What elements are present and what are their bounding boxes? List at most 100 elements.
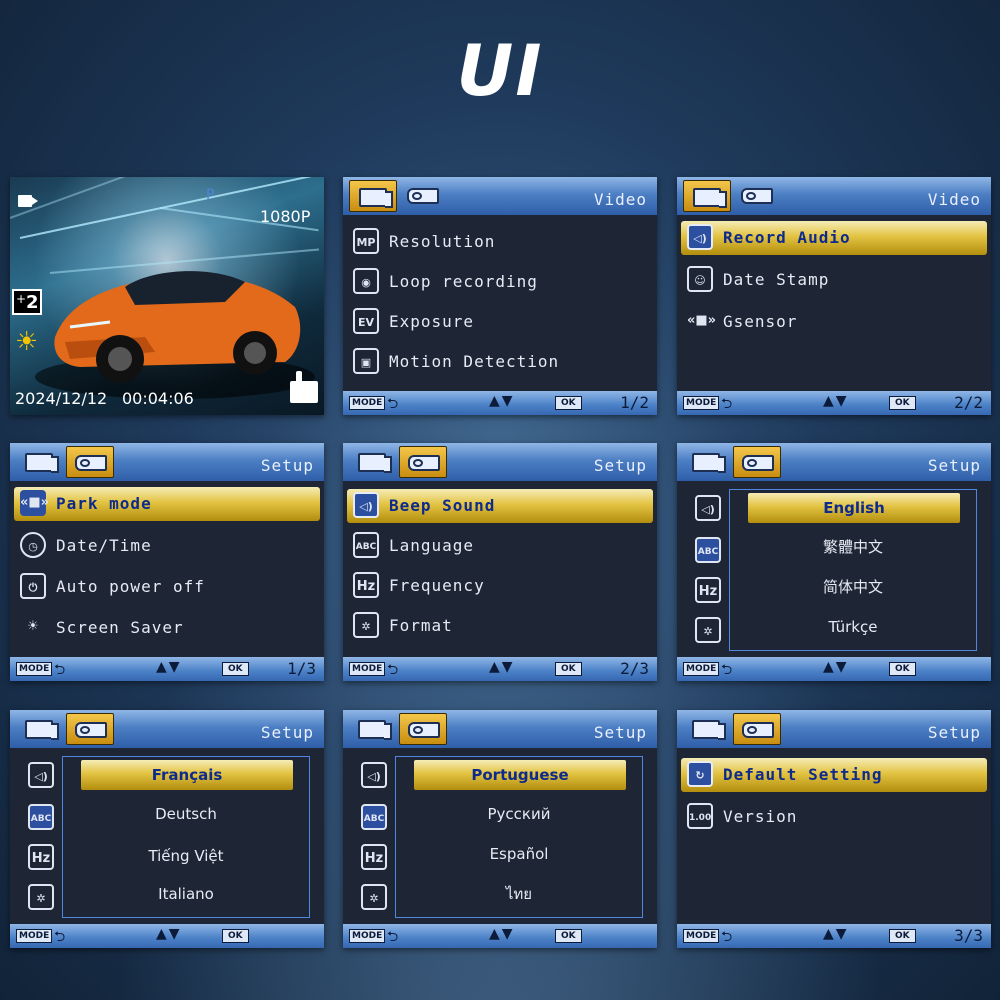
menu-item-auto-power-off[interactable]: ⏻ Auto power off <box>14 570 320 604</box>
up-down-arrows-icon[interactable]: ▲▼ <box>156 926 182 942</box>
menu-header: Setup <box>10 710 324 748</box>
menu-item-record-audio[interactable]: ◁) Record Audio <box>681 221 987 255</box>
tab-setup[interactable] <box>399 180 445 210</box>
page-headline: UI <box>456 30 544 112</box>
language-options-box: English 繁體中文 简体中文 Türkçe <box>729 489 977 651</box>
mode-button[interactable]: MODE <box>349 929 386 943</box>
language-option[interactable]: Tiếng Việt <box>148 847 224 865</box>
menu-item-exposure[interactable]: EV Exposure <box>347 305 653 339</box>
menu-title: Setup <box>593 456 647 475</box>
white-balance-sun-icon: ☀ <box>15 327 39 357</box>
up-down-arrows-icon[interactable]: ▲▼ <box>489 926 515 942</box>
menu-item-motion-detection[interactable]: ▣ Motion Detection <box>347 345 653 379</box>
ok-button[interactable]: OK <box>222 662 249 676</box>
menu-item-label: Loop recording <box>389 272 538 291</box>
menu-item-label: Beep Sound <box>389 496 496 515</box>
mode-button[interactable]: MODE <box>16 929 53 943</box>
tab-setup[interactable] <box>399 446 447 478</box>
tab-setup[interactable] <box>66 446 114 478</box>
language-option[interactable]: 繁體中文 <box>822 538 883 556</box>
mode-button[interactable]: MODE <box>349 396 386 410</box>
up-down-arrows-icon[interactable]: ▲▼ <box>489 659 515 675</box>
tab-video[interactable] <box>349 446 395 476</box>
language-option[interactable]: ไทย <box>505 885 533 903</box>
page-indicator: 2/3 <box>620 659 649 678</box>
menu-item-beep-sound[interactable]: ◁) Beep Sound <box>347 489 653 523</box>
language-option[interactable]: Italiano <box>158 885 214 903</box>
mode-button[interactable]: MODE <box>683 396 720 410</box>
mode-button[interactable]: MODE <box>683 662 720 676</box>
menu-item-park-mode[interactable]: «■» Park mode <box>14 487 320 521</box>
menu-item-label: Format <box>389 616 453 635</box>
video-camera-icon <box>359 188 393 208</box>
ok-button[interactable]: OK <box>222 929 249 943</box>
language-option[interactable]: Русский <box>487 805 551 823</box>
exposure-value: 2 <box>26 292 39 313</box>
tab-video[interactable] <box>683 713 729 743</box>
version-icon: 1.00 <box>687 803 713 829</box>
loop-recording-icon: ◉ <box>353 268 379 294</box>
mode-button[interactable]: MODE <box>683 929 720 943</box>
language-option-selected[interactable]: English <box>748 493 960 523</box>
speaker-icon: ◁) <box>687 224 713 250</box>
tab-video[interactable] <box>683 446 729 476</box>
mode-button[interactable]: MODE <box>16 662 53 676</box>
tab-setup[interactable] <box>399 713 447 745</box>
tab-setup[interactable] <box>733 446 781 478</box>
tab-setup[interactable] <box>66 713 114 745</box>
gsensor-car-icon: «■» <box>687 308 716 334</box>
ok-button[interactable]: OK <box>889 396 916 410</box>
menu-footer: MODE ⮌ ▲▼ OK <box>10 924 324 948</box>
tab-video[interactable] <box>16 446 62 476</box>
language-option-selected[interactable]: Portuguese <box>414 760 626 790</box>
menu-header: Setup <box>343 710 657 748</box>
menu-item-format[interactable]: ✲ Format <box>347 609 653 643</box>
menu-header: Setup <box>677 443 991 481</box>
ok-button[interactable]: OK <box>889 929 916 943</box>
ok-button[interactable]: OK <box>555 396 582 410</box>
menu-item-screen-saver[interactable]: ☀ Screen Saver <box>14 611 320 645</box>
menu-item-date-time[interactable]: ◷ Date/Time <box>14 529 320 563</box>
menu-item-default-setting[interactable]: ↻ Default Setting <box>681 758 987 792</box>
language-option-selected[interactable]: Français <box>81 760 293 790</box>
menu-item-resolution[interactable]: MP Resolution <box>347 225 653 259</box>
tab-video[interactable] <box>683 180 731 212</box>
page-indicator: 1/3 <box>287 659 316 678</box>
page-indicator: 1/2 <box>620 393 649 412</box>
ok-button[interactable]: OK <box>555 929 582 943</box>
menu-item-label: Gsensor <box>723 312 798 331</box>
menu-item-date-stamp[interactable]: ☺ Date Stamp <box>681 263 987 297</box>
up-down-arrows-icon[interactable]: ▲▼ <box>823 659 849 675</box>
tab-setup[interactable] <box>733 180 779 210</box>
ok-button[interactable]: OK <box>889 662 916 676</box>
menu-title: Video <box>593 190 647 209</box>
tab-video[interactable] <box>349 713 395 743</box>
up-down-arrows-icon[interactable]: ▲▼ <box>823 393 849 409</box>
video-camera-icon <box>692 720 726 740</box>
language-option[interactable]: Deutsch <box>155 805 217 823</box>
up-down-arrows-icon[interactable]: ▲▼ <box>823 926 849 942</box>
video-camera-icon <box>693 188 727 208</box>
wrench-icon <box>75 722 107 738</box>
menu-item-version[interactable]: 1.00 Version <box>681 800 987 834</box>
menu-item-language[interactable]: ABC Language <box>347 529 653 563</box>
language-option[interactable]: Español <box>489 845 549 863</box>
mode-button[interactable]: MODE <box>349 662 386 676</box>
language-abc-icon: ABC <box>361 804 387 830</box>
tab-video[interactable] <box>16 713 62 743</box>
language-option[interactable]: Türkçe <box>828 618 878 636</box>
menu-item-gsensor[interactable]: «■» Gsensor <box>681 305 987 339</box>
language-option[interactable]: 简体中文 <box>822 578 883 596</box>
tab-video[interactable] <box>349 180 397 212</box>
video-camera-icon <box>18 195 32 207</box>
menu-title: Setup <box>593 723 647 742</box>
up-down-arrows-icon[interactable]: ▲▼ <box>489 393 515 409</box>
ok-button[interactable]: OK <box>555 662 582 676</box>
menu-item-loop-recording[interactable]: ◉ Loop recording <box>347 265 653 299</box>
tab-setup[interactable] <box>733 713 781 745</box>
up-down-arrows-icon[interactable]: ▲▼ <box>156 659 182 675</box>
back-arrow-icon: ⮌ <box>721 929 733 945</box>
menu-title: Setup <box>260 723 314 742</box>
menu-item-frequency[interactable]: Hz Frequency <box>347 569 653 603</box>
speaker-icon: ◁) <box>361 762 387 788</box>
